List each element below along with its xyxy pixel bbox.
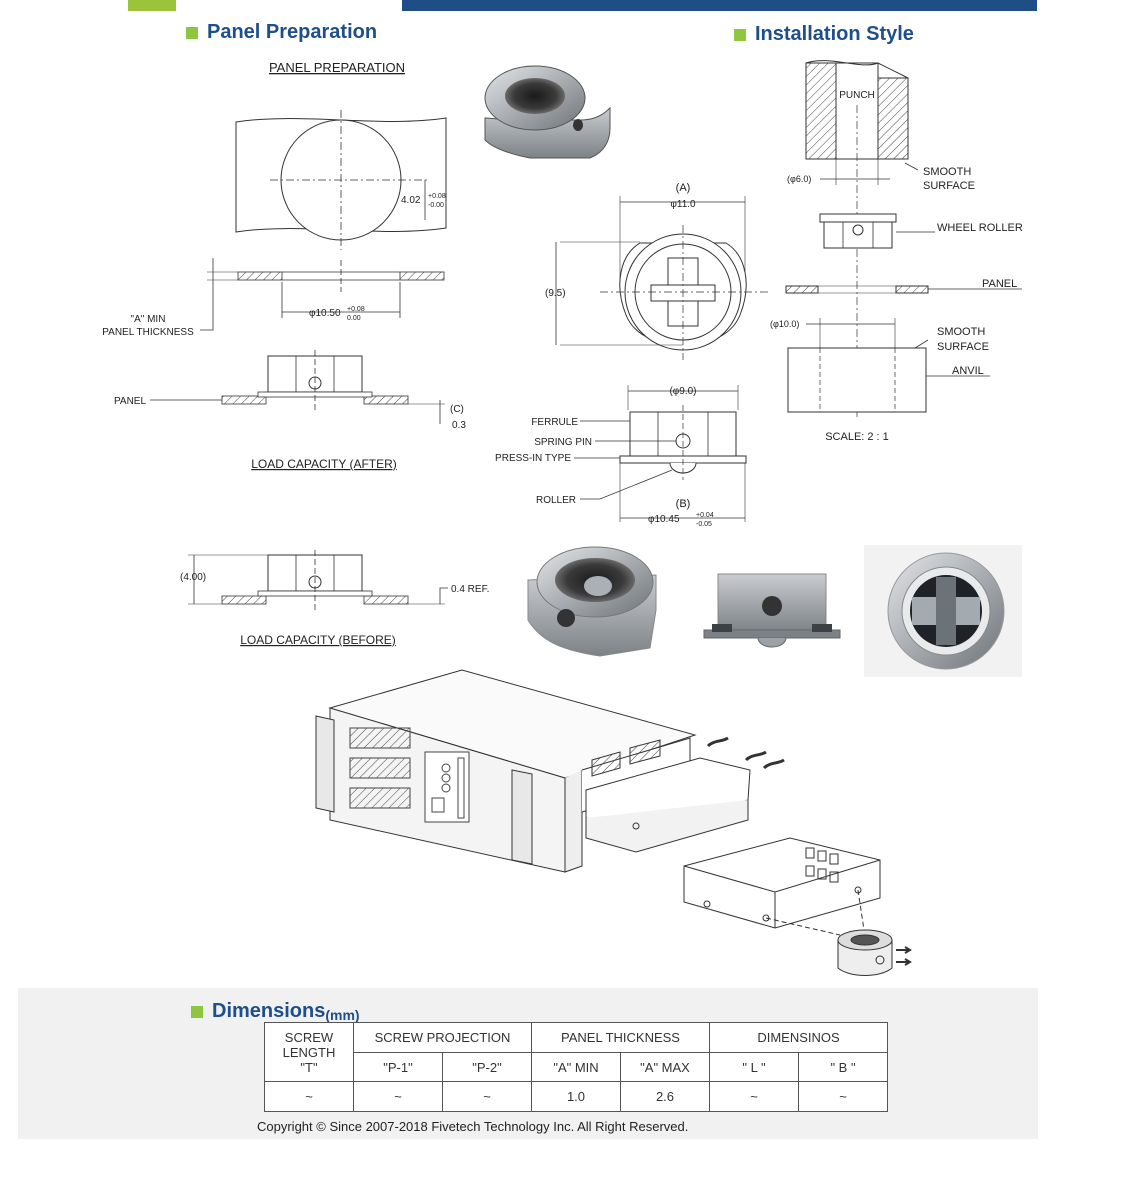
table-row: ~ ~ ~ 1.0 2.6 ~ ~	[264, 1081, 888, 1112]
svg-text:+0.08: +0.08	[428, 193, 446, 200]
label-panel-preparation: PANEL PREPARATION	[269, 60, 405, 75]
svg-text:0.4 REF.: 0.4 REF.	[451, 584, 489, 595]
svg-text:φ11.0: φ11.0	[670, 199, 696, 210]
bullet-icon	[734, 28, 746, 41]
copyright-text: Copyright © Since 2007-2018 Fivetech Tec…	[257, 1119, 689, 1134]
svg-text:SURFACE: SURFACE	[937, 341, 989, 353]
dim-4-02: 4.02	[401, 195, 421, 206]
table-cell: ~	[798, 1081, 888, 1112]
svg-text:(B): (B)	[676, 498, 691, 510]
svg-text:ANVIL: ANVIL	[952, 365, 984, 377]
svg-text:SMOOTH: SMOOTH	[923, 166, 971, 178]
header-panel-thickness: PANEL THICKNESS	[531, 1022, 710, 1053]
bullet-icon	[186, 26, 198, 39]
svg-text:φ10.50: φ10.50	[309, 308, 341, 319]
svg-text:0.3: 0.3	[452, 420, 466, 431]
svg-text:-0.00: -0.00	[428, 202, 444, 209]
svg-text:-0.05: -0.05	[696, 521, 712, 528]
svg-text:ROLLER: ROLLER	[536, 495, 576, 506]
svg-text:SCALE: 2 : 1: SCALE: 2 : 1	[825, 431, 889, 443]
subheader-a-min: "A" MIN	[531, 1052, 621, 1082]
svg-text:(9.5): (9.5)	[545, 288, 566, 299]
table-cell: ~	[442, 1081, 532, 1112]
subheader-l: " L "	[709, 1052, 799, 1082]
technical-drawings: PANEL PREPARATION 4.02 +0.08 -0.00 φ10.5…	[102, 60, 1023, 976]
header-accent-green	[128, 0, 176, 11]
dimensions-table: SCREW LENGTH "T" SCREW PROJECTION PANEL …	[264, 1022, 888, 1112]
header-dimensions: DIMENSINOS	[709, 1022, 888, 1053]
table-cell: ~	[709, 1081, 799, 1112]
svg-text:PANEL THICKNESS: PANEL THICKNESS	[102, 327, 194, 338]
header-screw-length: SCREW LENGTH "T"	[264, 1022, 354, 1082]
subheader-p1: "P-1"	[353, 1052, 443, 1082]
subheader-p2: "P-2"	[442, 1052, 532, 1082]
svg-text:PANEL: PANEL	[114, 396, 146, 407]
svg-text:PANEL: PANEL	[982, 278, 1017, 290]
svg-text:(φ10.0): (φ10.0)	[770, 319, 799, 329]
part-render-top	[484, 65, 611, 159]
svg-text:(4.00): (4.00)	[180, 572, 206, 583]
svg-text:SPRING PIN: SPRING PIN	[534, 437, 592, 448]
svg-text:PRESS-IN TYPE: PRESS-IN TYPE	[495, 453, 571, 464]
svg-text:0.00: 0.00	[347, 315, 361, 322]
svg-text:"A" MIN: "A" MIN	[131, 314, 166, 325]
header-screw-projection: SCREW PROJECTION	[353, 1022, 532, 1053]
svg-text:+0.08: +0.08	[347, 306, 365, 313]
bullet-icon	[191, 1005, 203, 1018]
chassis-illustration	[315, 669, 912, 976]
subheader-b: " B "	[798, 1052, 888, 1082]
table-cell: ~	[264, 1081, 354, 1112]
svg-text:(C): (C)	[450, 404, 464, 415]
part-render-side	[703, 573, 841, 648]
part-render-topview	[864, 545, 1022, 677]
svg-text:WHEEL ROLLER: WHEEL ROLLER	[937, 222, 1023, 234]
section-title-dimensions: Dimensions (mm)	[191, 1000, 360, 1023]
subheader-a-max: "A" MAX	[620, 1052, 710, 1082]
svg-text:(φ6.0): (φ6.0)	[787, 174, 811, 184]
svg-text:LOAD CAPACITY (AFTER): LOAD CAPACITY (AFTER)	[251, 457, 397, 471]
table-cell: 1.0	[531, 1081, 621, 1112]
svg-text:PUNCH: PUNCH	[839, 90, 875, 101]
header-accent-blue	[402, 0, 1037, 11]
svg-text:φ10.45: φ10.45	[648, 514, 680, 525]
svg-text:SMOOTH: SMOOTH	[937, 326, 985, 338]
svg-text:(φ9.0): (φ9.0)	[669, 386, 696, 397]
part-render-iso	[500, 545, 672, 667]
section-title-installation-style: Installation Style	[734, 23, 914, 46]
svg-text:+0.04: +0.04	[696, 512, 714, 519]
section-title-panel-preparation: Panel Preparation	[186, 21, 377, 44]
svg-text:FERRULE: FERRULE	[531, 417, 578, 428]
table-cell: 2.6	[620, 1081, 710, 1112]
svg-text:LOAD CAPACITY (BEFORE): LOAD CAPACITY (BEFORE)	[240, 633, 396, 647]
svg-text:(A): (A)	[676, 182, 691, 194]
table-cell: ~	[353, 1081, 443, 1112]
svg-text:SURFACE: SURFACE	[923, 180, 975, 192]
